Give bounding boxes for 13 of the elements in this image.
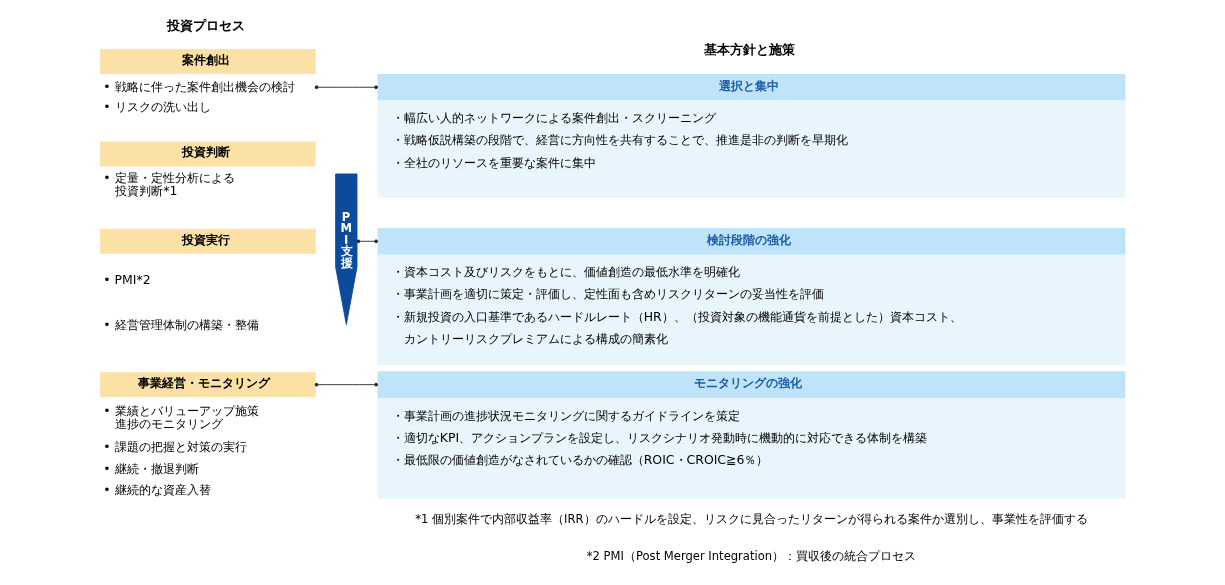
node-label: • 継続的な資産入替	[102, 481, 211, 497]
label: *2 PMI（Post Merger Integration）：買収後の統合プロセス	[586, 549, 916, 564]
node-label: • 経営管理体制の構築・整備	[102, 316, 259, 332]
node-label: • PMI*2	[102, 271, 151, 287]
node-label: • 課題の把握と対策の実行	[102, 439, 247, 455]
label: *1 個別案件で内部収益率（IRR）のハードルを設定、リスクに見合ったリターンが得られる案件か選別し、事業性を評価する	[414, 512, 1088, 527]
node-label: • 継続・撤退判断	[102, 460, 199, 476]
node-text: • 戦略に伴った案件創出機会の検討	[102, 78, 295, 94]
node-label: • 業績とバリューアップ施策進捗のモニタリング	[102, 403, 259, 432]
label: 投資プロセス	[166, 17, 245, 33]
node-label: • 定量・定性分析による投資判断*1	[102, 169, 235, 199]
label: 基本方針と施策	[703, 41, 795, 57]
label: • リスクの洗い出し	[102, 98, 211, 114]
